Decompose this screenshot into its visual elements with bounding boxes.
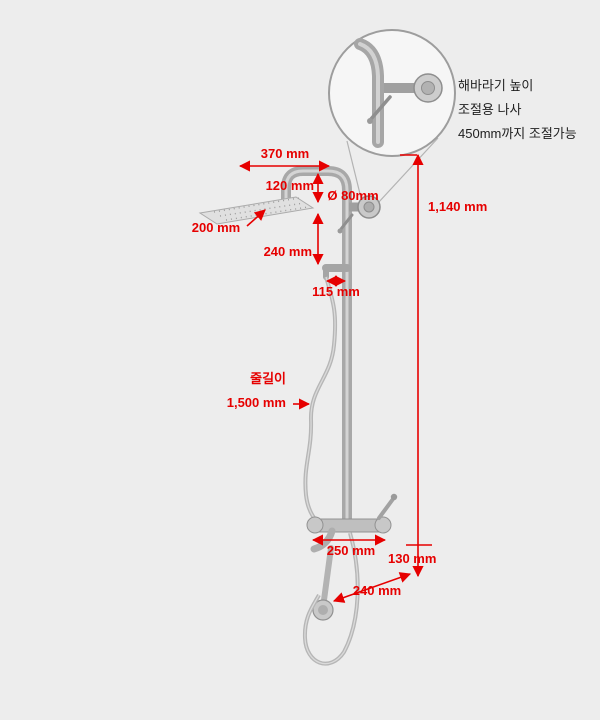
dim-head-drop: 120 mm xyxy=(265,178,314,193)
dim-flange-diameter: Ø 80mm xyxy=(327,188,379,203)
callout-text-line1: 해바라기 높이 xyxy=(458,78,534,93)
callout-text-line2: 조절용 나사 xyxy=(458,102,522,117)
dim-riser-gap: 240 mm xyxy=(263,244,312,259)
wall-bracket xyxy=(337,195,381,234)
dim-spout-reach: 240 mm xyxy=(352,583,402,598)
dimension-arrows xyxy=(238,153,432,603)
dim-total-height: 1,140 mm xyxy=(428,199,488,214)
dim-spout-drop: 130 mm xyxy=(388,551,437,566)
callout-text-line3: 450mm까지 조절가능 xyxy=(458,126,577,141)
dim-mixer-width: 250 mm xyxy=(326,543,376,558)
shower-hose xyxy=(303,276,338,530)
dim-hose-length: 1,500 mm xyxy=(226,395,286,410)
dim-top-arm-width: 370 mm xyxy=(260,146,310,161)
zoom-detail-circle xyxy=(328,29,456,204)
dim-head-size: 200 mm xyxy=(191,220,241,235)
riser-pipe xyxy=(281,166,352,532)
hose-length-title: 줄길이 xyxy=(250,371,286,386)
dim-bracket-offset: 115 mm xyxy=(312,284,360,299)
hand-shower xyxy=(312,545,334,621)
